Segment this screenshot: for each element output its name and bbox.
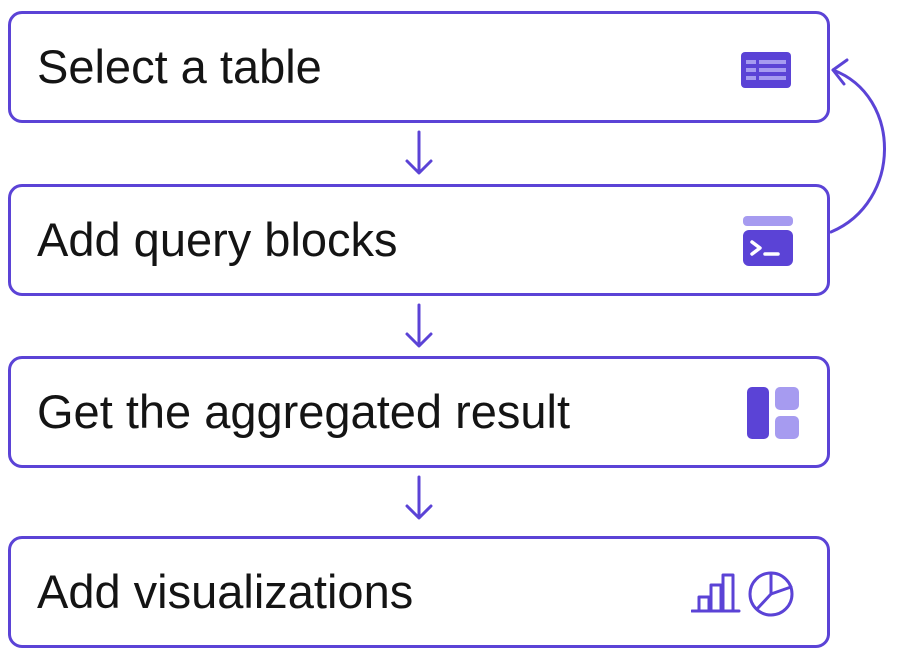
arrow-down-icon xyxy=(405,303,433,348)
bar-and-pie-chart-icon xyxy=(691,571,794,617)
table-icon xyxy=(741,52,791,88)
step-label: Add visualizations xyxy=(37,565,414,618)
arrow-down-icon xyxy=(405,475,433,520)
loop-back-arrow-icon xyxy=(829,58,886,234)
layout-blocks-icon xyxy=(747,387,799,439)
step-label: Add query blocks xyxy=(37,213,398,266)
step-get-aggregated-result: Get the aggregated result xyxy=(8,356,830,468)
step-add-visualizations: Add visualizations xyxy=(8,536,830,648)
step-add-query-blocks: Add query blocks xyxy=(8,184,830,296)
step-label: Select a table xyxy=(37,40,322,93)
terminal-icon xyxy=(743,216,793,266)
arrow-down-icon xyxy=(405,130,433,175)
step-select-table: Select a table xyxy=(8,11,830,123)
step-label: Get the aggregated result xyxy=(37,385,571,438)
